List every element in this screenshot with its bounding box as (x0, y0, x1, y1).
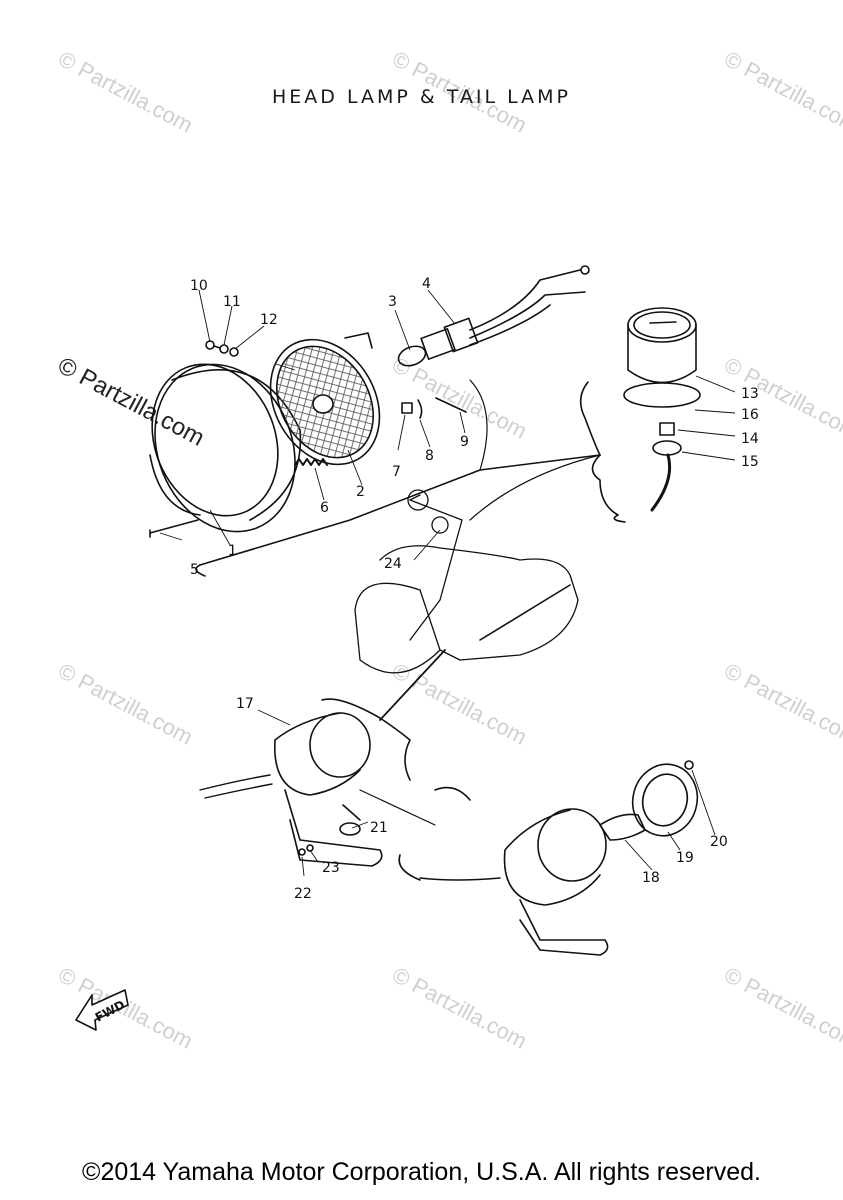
speedometer (623, 307, 701, 408)
tail-lamp-group-frame-right (398, 786, 471, 881)
callout-23: 23 (322, 860, 340, 876)
callout-15: 15 (741, 454, 759, 470)
callout-6: 6 (320, 500, 329, 516)
callout-8: 8 (425, 448, 434, 464)
callout-13: 13 (741, 386, 759, 402)
callout-numbers: 10 11 12 3 4 13 16 14 15 5 1 6 2 7 8 9 2… (190, 276, 759, 902)
callout-9: 9 (460, 434, 469, 450)
callout-24: 24 (384, 556, 402, 572)
callout-4: 4 (422, 276, 431, 292)
callout-10: 10 (190, 278, 208, 294)
copyright-notice: ©2014 Yamaha Motor Corporation, U.S.A. A… (82, 1158, 761, 1186)
callout-16: 16 (741, 407, 759, 423)
callout-12: 12 (260, 312, 278, 328)
callout-11: 11 (223, 294, 241, 310)
callout-20: 20 (710, 834, 728, 850)
tail-lamp-group-frame-left (321, 698, 411, 781)
callout-21: 21 (370, 820, 388, 836)
callout-5: 5 (190, 562, 199, 578)
callout-1: 1 (228, 543, 237, 559)
tail-lamp-right (419, 808, 609, 956)
rim-screw (149, 519, 199, 538)
leader-to-meter (469, 454, 601, 521)
tail-bulb (599, 813, 646, 841)
callout-3: 3 (388, 294, 397, 310)
callout-17: 17 (236, 696, 254, 712)
callout-22: 22 (294, 886, 312, 902)
callout-19: 19 (676, 850, 694, 866)
adjusting-spring (294, 458, 328, 466)
meter-group-frame (579, 381, 601, 456)
motorcycle-silhouette (354, 489, 579, 674)
headlamp-lens-unit (269, 332, 381, 466)
headlamp-group-frame (199, 454, 601, 566)
callout-7: 7 (392, 464, 401, 480)
diagram-title: HEAD LAMP & TAIL LAMP (272, 86, 571, 108)
fwd-arrow-icon (75, 989, 129, 1031)
callout-14: 14 (741, 431, 759, 447)
leader-to-tail (479, 584, 571, 641)
callout-2: 2 (356, 484, 365, 500)
callout-18: 18 (642, 870, 660, 886)
tail-lamp-left (199, 712, 383, 867)
tail-lamp-lens (631, 763, 699, 837)
meter-cable (650, 453, 672, 512)
